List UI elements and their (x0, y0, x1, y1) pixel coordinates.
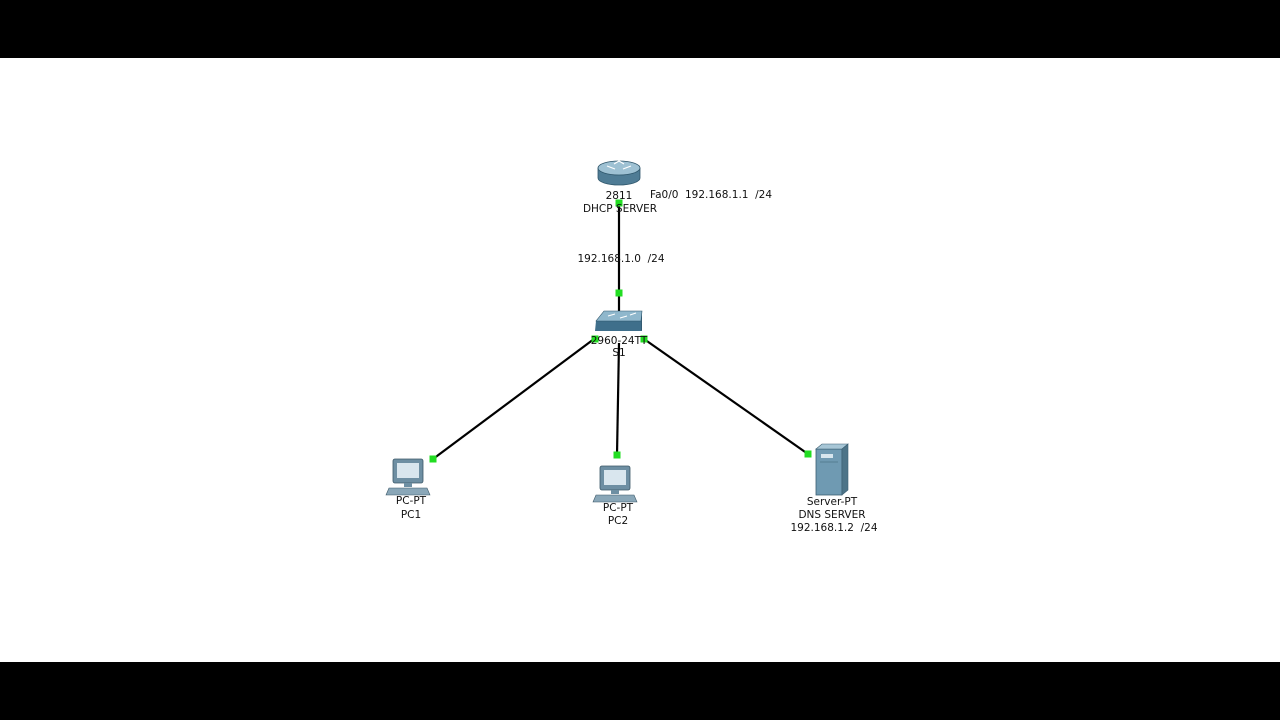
router-model-label: 2811 (606, 190, 633, 202)
pc2-model-label: PC-PT (603, 502, 634, 514)
topology-canvas: 2811 DHCP SERVER Fa0/0 192.168.1.1 /24 1… (0, 58, 1280, 662)
port-led-router (615, 199, 623, 207)
link-switch-pc1[interactable] (432, 338, 595, 460)
router-icon (597, 160, 641, 186)
pc-icon (592, 465, 638, 503)
port-led-server (804, 450, 812, 458)
switch-name-label: S1 (612, 347, 625, 359)
link-switch-server[interactable] (643, 338, 809, 455)
server-device[interactable]: Server-PT DNS SERVER 192.168.1.2 /24 (790, 443, 878, 534)
switch-icon (595, 310, 643, 331)
switch-device[interactable]: 2960-24TT S1 (591, 310, 648, 359)
port-led-switch-uplink (615, 289, 623, 297)
pc1-model-label: PC-PT (396, 495, 427, 507)
server-ip-label: 192.168.1.2 /24 (790, 522, 877, 534)
port-led-switch-pc1 (591, 335, 599, 343)
network-address-label: 192.168.1.0 /24 (577, 253, 664, 265)
pc2-device[interactable]: PC-PT PC2 (592, 465, 638, 527)
server-name-label: DNS SERVER (798, 509, 865, 521)
pc2-name-label: PC2 (608, 515, 628, 527)
router-ip-label: 192.168.1.1 /24 (685, 189, 772, 201)
port-led-pc2 (613, 451, 621, 459)
pc1-name-label: PC1 (401, 509, 421, 521)
port-led-switch-server (640, 335, 648, 343)
router-name-label: DHCP SERVER (583, 203, 657, 215)
pc1-device[interactable]: PC-PT PC1 (385, 458, 431, 521)
server-icon (815, 443, 849, 496)
network-topology-diagram: 2811 DHCP SERVER Fa0/0 192.168.1.1 /24 1… (385, 160, 878, 534)
port-led-pc1 (429, 455, 437, 463)
link-switch-pc2[interactable] (615, 342, 621, 456)
switch-model-label: 2960-24TT (591, 335, 648, 347)
router-interface-label: Fa0/0 (650, 189, 678, 201)
router-device[interactable]: 2811 DHCP SERVER (583, 160, 657, 215)
server-model-label: Server-PT (807, 496, 858, 508)
pc-icon (385, 458, 431, 496)
